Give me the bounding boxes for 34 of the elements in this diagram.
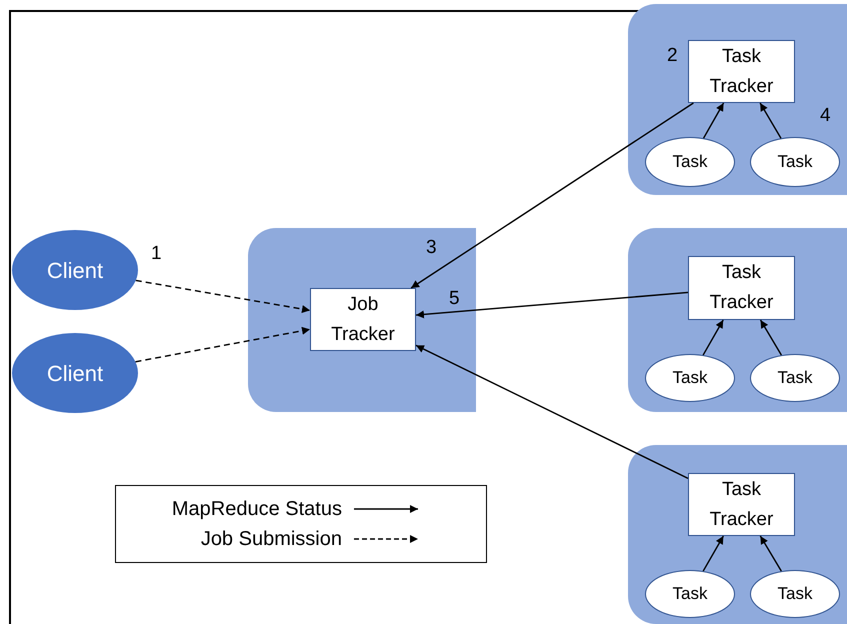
node-panel <box>628 4 847 195</box>
callout-number: 4 <box>820 106 831 125</box>
legend-text: MapReduce Status <box>172 497 342 522</box>
client-ellipse: Client <box>12 333 138 413</box>
tracker-box: Task Tracker <box>688 473 795 536</box>
arrow <box>416 292 688 318</box>
callout-number: 3 <box>426 238 437 257</box>
node-panel <box>248 228 476 412</box>
task-ellipse: Task <box>750 137 840 187</box>
arrow <box>410 102 694 289</box>
legend-text: Job Submission <box>200 527 342 552</box>
node-panel <box>628 228 847 412</box>
task-ellipse: Task <box>750 570 840 618</box>
arrow <box>416 344 688 479</box>
task-ellipse: Task <box>750 354 840 402</box>
callout-number: 2 <box>667 46 678 65</box>
arrow <box>760 102 782 139</box>
task-ellipse: Task <box>645 354 735 402</box>
arrow <box>760 320 782 356</box>
task-ellipse: Task <box>645 570 735 618</box>
client-ellipse: Client <box>12 230 138 310</box>
arrow <box>702 320 724 356</box>
arrow <box>136 280 310 313</box>
tracker-box: Task Tracker <box>688 40 795 103</box>
node-panel <box>628 445 847 624</box>
callout-number: 5 <box>449 289 460 308</box>
task-ellipse: Task <box>645 137 735 187</box>
tracker-box: Task Tracker <box>688 256 795 320</box>
arrow <box>760 536 782 572</box>
arrow <box>702 536 724 572</box>
callout-number: 1 <box>151 244 162 263</box>
tracker-box: Job Tracker <box>310 288 416 351</box>
arrow <box>702 102 724 139</box>
arrow <box>135 326 310 362</box>
